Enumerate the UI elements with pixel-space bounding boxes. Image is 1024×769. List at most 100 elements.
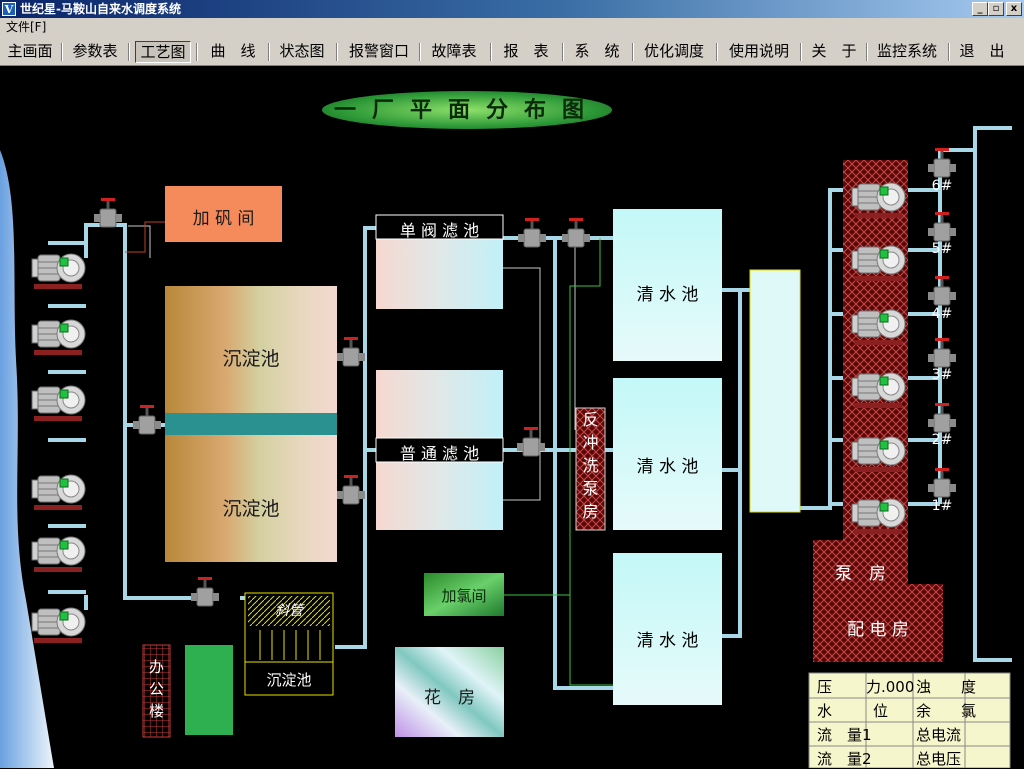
intake-pump[interactable] [31,536,86,573]
level-label-a: 水 [817,702,833,720]
intake-pump[interactable] [31,474,86,511]
toolbar-separator [490,43,492,61]
toolbar-separator [716,43,718,61]
clear-water-pool-3 [613,553,722,705]
tab-parameters[interactable]: 参数表 [72,42,118,60]
valve-pump-6[interactable] [927,147,957,178]
river [0,150,54,768]
minimize-button[interactable]: _ [972,2,988,16]
tab-monitoring-system[interactable]: 监控系统 [876,42,937,60]
tab-alarm-window[interactable]: 报警窗口 [348,42,409,60]
valve-filter [376,238,503,309]
title-bar: V 世纪星-马鞍山自来水调度系统 _ ▫ x [0,0,1024,18]
pump-label-6: 6# [931,178,953,194]
normal-filter-upper [376,370,503,438]
clear-pool-3-label: 清 水 池 [636,631,699,651]
toolbar: 主画面 参数表 工艺图 曲 线 状态图 报警窗口 故障表 报 表 系 统 优化调… [0,36,1024,66]
sedimentation-tank-lower [165,435,337,562]
normal-filter-label: 普 通 滤 池 [399,444,480,463]
chlorine-room [424,573,504,616]
valve-pump-5[interactable] [927,211,957,242]
valve-pump-1[interactable] [927,467,957,498]
normal-filter-lower [376,462,503,530]
valve[interactable] [132,404,162,435]
level-label-b: 位 [873,702,889,720]
tab-fault-table[interactable]: 故障表 [431,42,477,60]
intake-pump[interactable] [31,607,86,644]
tab-about[interactable]: 关 于 [811,42,857,60]
tab-system[interactable]: 系 统 [574,42,620,60]
process-diagram [0,126,1012,768]
sedimentation-lower-label: 沉淀池 [222,498,280,520]
toolbar-separator [128,43,130,61]
pressure-value: 力.000 [866,678,915,696]
clear-pool-2-label: 清 水 池 [636,457,699,477]
clear-water-pool-2 [613,378,722,530]
flower-house [395,647,504,737]
tab-optimized-dispatch[interactable]: 优化调度 [643,42,704,60]
pump-label-4: 4# [931,306,953,322]
intake-pump[interactable] [31,253,86,290]
valve-pump-3[interactable] [927,337,957,368]
tab-status[interactable]: 状态图 [279,42,325,60]
valve[interactable] [336,474,366,505]
tab-reports[interactable]: 报 表 [503,42,549,60]
pump-label-2: 2# [931,432,953,448]
toolbar-separator [866,43,868,61]
clear-pool-1-label: 清 水 池 [636,285,699,305]
tab-process-diagram[interactable]: 工艺图 [135,41,191,63]
valve-pump-2[interactable] [927,402,957,433]
pump-house-hatch [843,160,908,540]
small-sedimentation-label: 沉淀池 [266,671,312,689]
valve-filter-label: 单 阀 滤 池 [399,221,480,240]
power-room-label: 配 电 房 [847,620,909,640]
maximize-button[interactable]: ▫ [988,2,1004,16]
window-title: 世纪星-马鞍山自来水调度系统 [20,2,181,16]
menu-bar: 文件[F] [0,18,1024,36]
power-room [813,584,943,662]
sedimentation-channel [165,413,337,435]
valve[interactable] [336,336,366,367]
toolbar-separator [196,43,198,61]
toolbar-separator [419,43,421,61]
pressure-label: 压 [817,678,833,696]
chlorine-room-label: 加氯间 [441,587,487,605]
valve[interactable] [517,217,547,248]
intake-pump[interactable] [31,385,86,422]
sedimentation-upper-label: 沉淀池 [222,348,280,370]
pump-label-1: 1# [931,498,953,514]
tab-exit[interactable]: 退 出 [959,42,1005,60]
backwash-pump-house [575,407,606,531]
intake-pump[interactable] [31,319,86,356]
valve-pump-4[interactable] [927,275,957,306]
flow2-label: 流 量2 [817,750,872,768]
tab-user-guide[interactable]: 使用说明 [728,42,789,60]
pump-label-3: 3# [931,367,953,383]
sedimentation-tank-upper [165,286,337,414]
office-label: 办公楼 [148,658,164,720]
valve[interactable] [561,217,591,248]
total-voltage-label: 总电压 [916,750,962,768]
tab-main-screen[interactable]: 主画面 [7,42,53,60]
close-button[interactable]: x [1006,2,1022,16]
valve[interactable] [190,576,220,607]
pump-room-label: 泵 房 [835,564,886,584]
readings-table [808,672,1011,768]
toolbar-separator [336,43,338,61]
pump-label-5: 5# [931,241,953,257]
flower-house-label: 花 房 [424,688,475,708]
alum-room-label: 加 矾 间 [192,209,255,229]
chlorine-residual-label: 余 氯 [916,702,977,720]
valve[interactable] [93,197,123,228]
pipe-gallery [749,269,801,513]
app-logo-icon: V [2,2,16,16]
menu-file[interactable]: 文件[F] [6,20,47,34]
toolbar-separator [268,43,270,61]
pump-room [813,540,908,584]
turbidity-label: 浊 度 [916,678,977,696]
alum-room [165,186,282,242]
tab-curves[interactable]: 曲 线 [210,42,256,60]
total-current-label: 总电流 [916,726,962,744]
clear-water-pool-1 [613,209,722,361]
toolbar-separator [61,43,63,61]
